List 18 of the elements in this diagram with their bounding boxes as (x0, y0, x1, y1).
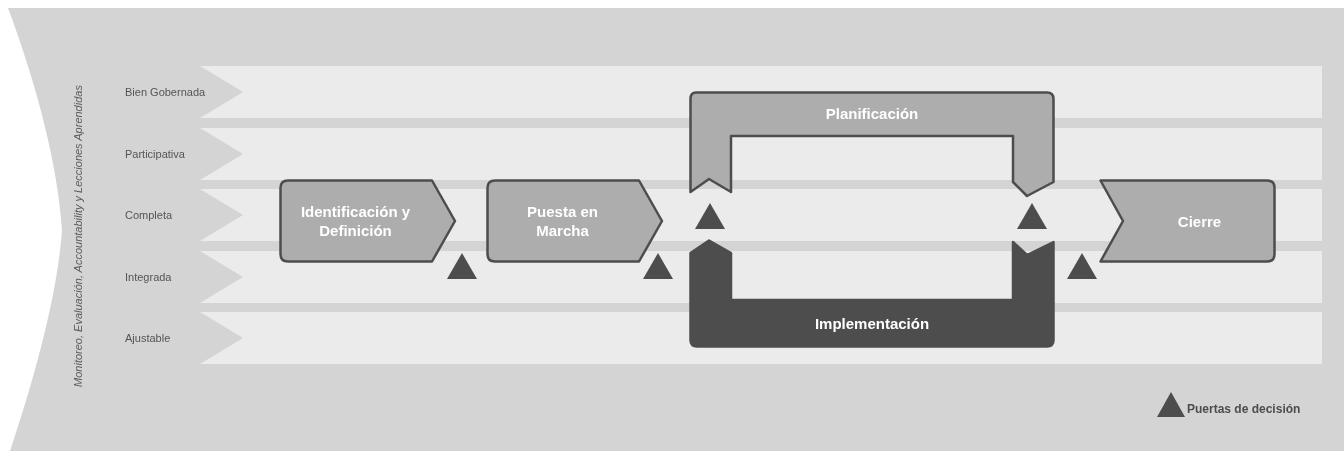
phase-bracket (689, 239, 1055, 348)
side-label: Monitoreo, Evaluación, Accountability y Lecciones Aprendidas (71, 84, 85, 389)
stage-label: Implementación (813, 314, 931, 334)
stage-label: Cierre (1176, 211, 1223, 232)
phase-bracket (689, 91, 1055, 197)
background-panel (8, 8, 1344, 451)
stage-label: Puesta en Marcha (526, 202, 599, 241)
phase-shape (486, 179, 663, 263)
legend-label: Puertas de decisión (1187, 402, 1301, 417)
lane-label: Completa (125, 207, 173, 223)
stage-label: Planificación (824, 104, 920, 124)
phase-shape (279, 179, 456, 263)
lane-label: Participativa (125, 146, 185, 162)
stage-label: Identificación y Definición (299, 202, 412, 241)
lane-label: Bien Gobernada (125, 84, 206, 100)
phase-shape (1099, 179, 1276, 263)
lane-label: Integrada (125, 269, 172, 285)
lane-label: Ajustable (125, 330, 171, 346)
